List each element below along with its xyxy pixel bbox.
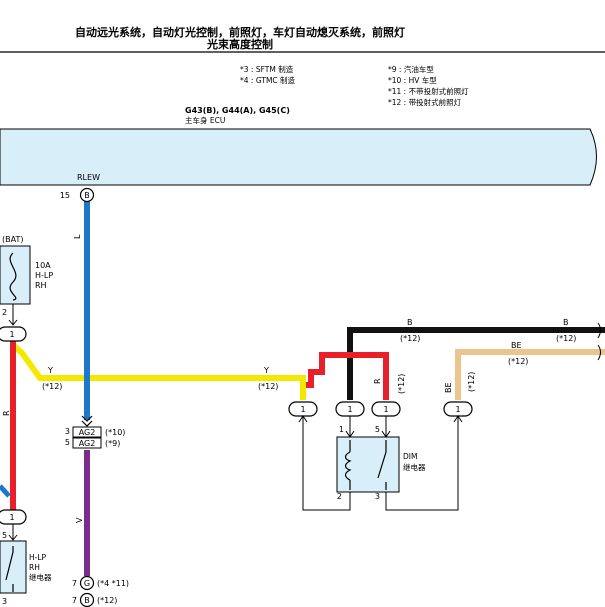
legend-right-3: *11 : 不带投射式前照灯 xyxy=(388,86,469,96)
dim-relay-coil xyxy=(344,440,352,490)
fuse-pin: 2 xyxy=(2,308,7,317)
g-note: (*4 *11) xyxy=(97,579,129,588)
relay-red-note: (*12) xyxy=(397,374,406,394)
splice-c3-num: 1 xyxy=(383,405,388,414)
purple-wire-label: V xyxy=(75,517,84,523)
ag2-row2-note: (*9) xyxy=(105,439,120,448)
black-right-note: (*12) xyxy=(556,334,576,343)
left-splice-mid-num: 1 xyxy=(9,513,14,522)
black-left-note: (*12) xyxy=(400,334,420,343)
ag2-row1-pin: 3 xyxy=(65,427,70,436)
splice-c2-num: 1 xyxy=(347,405,352,414)
left-splice-top xyxy=(0,326,27,342)
fuse-arrow xyxy=(8,319,18,326)
yellow-left-label: Y xyxy=(47,366,53,375)
c3-lead xyxy=(381,416,391,438)
legend-left-1: *3 : SFTM 制造 xyxy=(240,64,294,74)
yellow-left-note: (*12) xyxy=(42,382,62,391)
dim-pin-5: 5 xyxy=(375,425,380,434)
blue-wire-label: L xyxy=(73,234,82,239)
fuse-supply: (BAT) xyxy=(2,235,23,244)
hlp-relay-pin-bottom: 3 xyxy=(2,597,7,606)
left-splice-top-num: 1 xyxy=(9,330,14,339)
beige-vertical-note: (*12) xyxy=(467,372,476,392)
legend-left-2: *4 : GTMC 制造 xyxy=(240,75,296,85)
ecu-name: 主车身 ECU xyxy=(185,115,225,125)
fuse-box xyxy=(0,245,31,305)
hlp-relay-name-1: H-LP xyxy=(29,553,47,562)
yellow-right-label: Y xyxy=(263,366,269,375)
yellow-right-note: (*12) xyxy=(258,382,278,391)
title-line-2: 光束高度控制 xyxy=(206,37,273,51)
title-line-1: 自动远光系统，自动灯光控制，前照灯，车灯自动熄灭系统，前照灯 xyxy=(75,25,405,39)
relay-red-label: R xyxy=(373,378,382,384)
g-letter: G xyxy=(84,579,90,588)
ag2-row2-name: AG2 xyxy=(79,439,96,448)
ecu-box xyxy=(0,128,597,186)
c2-lead xyxy=(345,416,355,438)
fuse-symbol xyxy=(9,252,17,301)
relay-red-wire xyxy=(300,352,389,400)
dim-relay-name-2: 继电器 xyxy=(403,462,426,472)
yellow-wire xyxy=(11,342,306,400)
black-left-label: B xyxy=(407,318,413,327)
c4-lead xyxy=(385,415,463,511)
splice-c4-num: 1 xyxy=(455,405,460,414)
dim-relay-switch xyxy=(377,440,387,490)
legend-right-2: *10 : HV 车型 xyxy=(388,75,437,85)
dim-pin-2: 2 xyxy=(337,492,342,501)
black-wire xyxy=(347,327,605,400)
dim-relay-box xyxy=(336,436,400,493)
fuse-name-1: H-LP xyxy=(35,271,53,280)
hlp-relay-name-3: 继电器 xyxy=(29,572,52,582)
rlew-label: RLEW xyxy=(77,173,100,182)
b-note: (*12) xyxy=(97,596,117,605)
c1-lead xyxy=(298,415,351,511)
legend-right-1: *9 : 汽油车型 xyxy=(388,64,434,74)
ag2-row1-name: AG2 xyxy=(79,428,96,437)
left-blue-stub xyxy=(0,484,11,498)
ag2-row1-note: (*10) xyxy=(105,428,125,437)
beige-wire xyxy=(455,349,605,400)
b-pin: 7 xyxy=(72,596,77,605)
rlew-pin: 15 xyxy=(60,191,70,200)
left-splice-mid xyxy=(0,509,27,525)
beige-top-label: BE xyxy=(511,341,522,350)
g-terminal xyxy=(79,575,95,591)
beige-top-note: (*12) xyxy=(508,357,528,366)
left-red-label: R xyxy=(2,410,11,416)
legend-right-4: *12 : 带投射式前照灯 xyxy=(388,97,462,107)
fuse-name-2: RH xyxy=(35,281,47,290)
b-letter: B xyxy=(84,596,90,605)
ag2-row2-pin: 5 xyxy=(65,438,70,447)
ag2-row2-box xyxy=(72,437,102,449)
ecu-connectors: G43(B), G44(A), G45(C) xyxy=(185,106,290,115)
left-mid-arrow xyxy=(8,524,18,541)
hlp-relay-pin-top: 5 xyxy=(2,531,7,540)
ag2-row1-box xyxy=(72,426,102,438)
beige-vertical-label: BE xyxy=(444,382,453,393)
g-pin: 7 xyxy=(72,579,77,588)
hlp-relay-switch xyxy=(5,546,14,592)
ag2-chevron xyxy=(81,415,93,427)
hlp-relay-name-2: RH xyxy=(29,563,40,572)
dim-pin-1: 1 xyxy=(339,425,344,434)
splice-c1-num: 1 xyxy=(300,405,305,414)
black-break-mark xyxy=(597,322,601,339)
rlew-terminal-letter: B xyxy=(84,191,90,200)
beige-break-mark xyxy=(597,344,601,361)
rlew-terminal xyxy=(79,187,95,203)
fuse-rating: 10A xyxy=(35,261,51,270)
dim-pin-3: 3 xyxy=(375,492,380,501)
black-right-label: B xyxy=(563,318,569,327)
dim-relay-name-1: DIM xyxy=(403,452,417,461)
